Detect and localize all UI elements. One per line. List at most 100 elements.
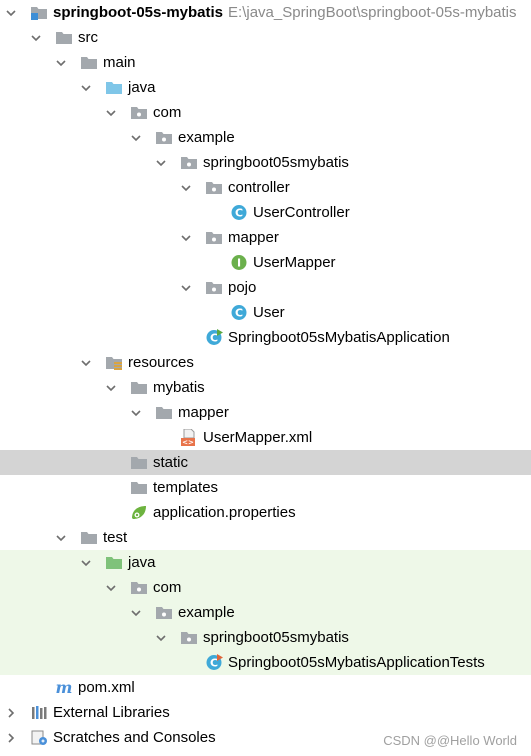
project-folder-icon — [30, 4, 48, 21]
chevron-down-icon[interactable] — [154, 625, 168, 650]
tree-row-test-com[interactable]: com — [0, 575, 531, 600]
tree-row-res-mapper[interactable]: mapper — [0, 400, 531, 425]
tree-row-src[interactable]: src — [0, 25, 531, 50]
svg-text:C: C — [235, 207, 243, 220]
chevron-down-icon[interactable] — [179, 175, 193, 200]
tree-label-pojo: pojo — [228, 279, 257, 296]
folder-icon — [80, 529, 98, 546]
tree-label-mybatis: mybatis — [153, 379, 205, 396]
tree-label-main-com: com — [153, 104, 182, 121]
tree-row-main-com[interactable]: com — [0, 100, 531, 125]
tree-label-src: src — [78, 29, 98, 46]
tree-row-main-package[interactable]: springboot05smybatis — [0, 150, 531, 175]
tree-row-mapper[interactable]: mapper — [0, 225, 531, 250]
chevron-down-icon[interactable] — [104, 100, 118, 125]
chevron-right-icon[interactable] — [4, 700, 18, 725]
chevron-down-icon[interactable] — [129, 125, 143, 150]
tree-row-pom[interactable]: m pom.xml — [0, 675, 531, 700]
package-icon — [130, 579, 148, 596]
tree-label-external-libraries: External Libraries — [53, 704, 170, 721]
folder-icon — [80, 54, 98, 71]
tree-row-main-example[interactable]: example — [0, 125, 531, 150]
tree-label-pom: pom.xml — [78, 679, 135, 696]
tree-row-external-libraries[interactable]: External Libraries — [0, 700, 531, 725]
tree-row-user-controller[interactable]: C UserController — [0, 200, 531, 225]
tree-row-templates[interactable]: templates — [0, 475, 531, 500]
chevron-down-icon[interactable] — [79, 550, 93, 575]
test-source-folder-icon — [105, 554, 123, 571]
folder-icon — [130, 454, 148, 471]
tree-row-test-package[interactable]: springboot05smybatis — [0, 625, 531, 650]
tree-row-user-mapper[interactable]: I UserMapper — [0, 250, 531, 275]
tree-row-app-tests[interactable]: C Springboot05sMybatisApplicationTests — [0, 650, 531, 675]
tree-row-test[interactable]: test — [0, 525, 531, 550]
tree-label-user-mapper: UserMapper — [253, 254, 336, 271]
tree-row-resources[interactable]: resources — [0, 350, 531, 375]
tree-label-user-controller: UserController — [253, 204, 350, 221]
tree-row-test-example[interactable]: example — [0, 600, 531, 625]
svg-text:C: C — [210, 657, 218, 670]
spring-properties-icon — [130, 504, 148, 521]
tree-label-controller: controller — [228, 179, 290, 196]
tree-row-test-java[interactable]: java — [0, 550, 531, 575]
tree-label-test: test — [103, 529, 128, 546]
package-icon — [155, 129, 173, 146]
svg-text:<>: <> — [182, 439, 194, 447]
project-path: E:\java_SpringBoot\springboot-05s-mybati… — [228, 4, 517, 21]
chevron-down-icon[interactable] — [179, 275, 193, 300]
tree-row-pojo[interactable]: pojo — [0, 275, 531, 300]
svg-text:C: C — [235, 307, 243, 320]
chevron-down-icon[interactable] — [29, 25, 43, 50]
tree-label-resources: resources — [128, 354, 194, 371]
chevron-down-icon[interactable] — [104, 575, 118, 600]
tree-row-application[interactable]: C Springboot05sMybatisApplication — [0, 325, 531, 350]
class-icon: C — [230, 304, 248, 321]
tree-row-app-properties[interactable]: application.properties — [0, 500, 531, 525]
tree-label-main-java: java — [128, 79, 156, 96]
chevron-down-icon[interactable] — [129, 400, 143, 425]
tree-label-user-mapper-xml: UserMapper.xml — [203, 429, 313, 446]
chevron-down-icon[interactable] — [79, 75, 93, 100]
tree-row-user[interactable]: C User — [0, 300, 531, 325]
chevron-down-icon[interactable] — [54, 50, 68, 75]
tree-row-mybatis[interactable]: mybatis — [0, 375, 531, 400]
chevron-down-icon[interactable] — [79, 350, 93, 375]
tree-label-mapper: mapper — [228, 229, 279, 246]
folder-icon — [55, 29, 73, 46]
package-icon — [180, 629, 198, 646]
chevron-down-icon[interactable] — [179, 225, 193, 250]
chevron-down-icon[interactable] — [4, 0, 18, 25]
folder-icon — [130, 379, 148, 396]
tree-label-test-com: com — [153, 579, 182, 596]
tree-label-main-example: example — [178, 129, 235, 146]
tree-label-test-package: springboot05smybatis — [203, 629, 349, 646]
package-icon — [155, 604, 173, 621]
tree-label-static: static — [153, 454, 189, 471]
maven-icon: m — [55, 679, 73, 696]
chevron-down-icon[interactable] — [129, 600, 143, 625]
tree-label-application: Springboot05sMybatisApplication — [228, 329, 450, 346]
tree-row-static[interactable]: static — [0, 450, 531, 475]
library-icon — [30, 704, 48, 721]
tree-label-templates: templates — [153, 479, 219, 496]
resources-folder-icon — [105, 354, 123, 371]
svg-text:m: m — [56, 679, 73, 696]
chevron-right-icon[interactable] — [4, 725, 18, 750]
tree-row-main[interactable]: main — [0, 50, 531, 75]
chevron-down-icon[interactable] — [54, 525, 68, 550]
chevron-down-icon[interactable] — [154, 150, 168, 175]
chevron-down-icon[interactable] — [104, 375, 118, 400]
tree-row-controller[interactable]: controller — [0, 175, 531, 200]
tree-row-user-mapper-xml[interactable]: <> UserMapper.xml — [0, 425, 531, 450]
folder-icon — [155, 404, 173, 421]
tree-label-test-example: example — [178, 604, 235, 621]
tree-row-scratches[interactable]: Scratches and Consoles — [0, 725, 531, 750]
scratches-icon — [30, 729, 48, 746]
package-icon — [130, 104, 148, 121]
svg-text:I: I — [237, 257, 241, 270]
tree-row-main-java[interactable]: java — [0, 75, 531, 100]
package-icon — [205, 279, 223, 296]
